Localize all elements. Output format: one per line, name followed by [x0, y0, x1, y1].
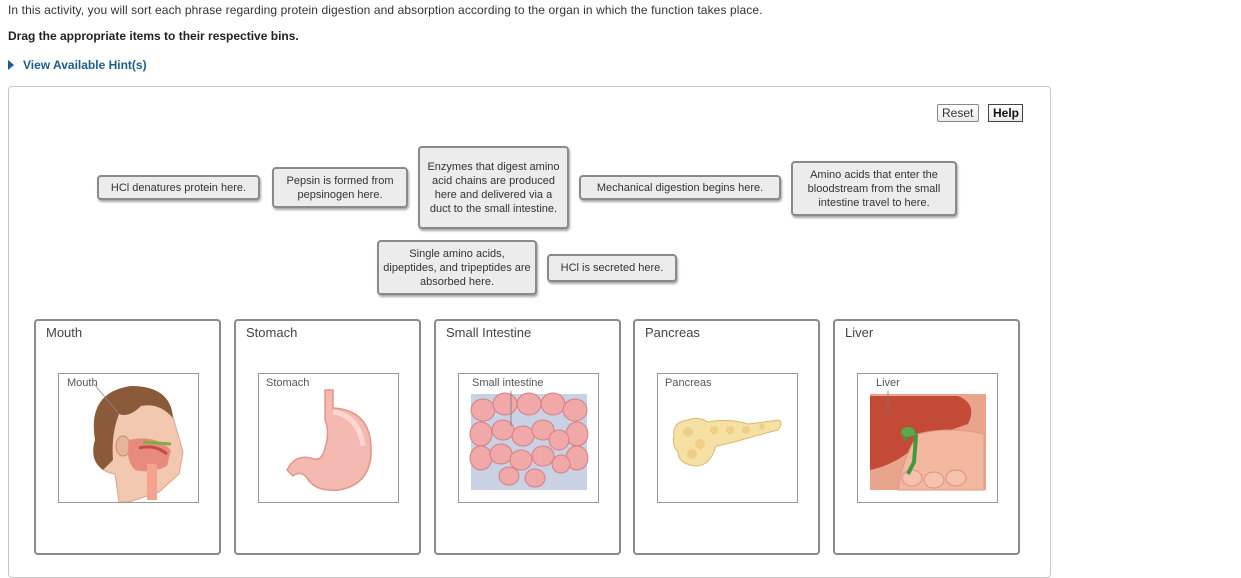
hints-label: View Available Hint(s) — [23, 58, 147, 72]
bin-mouth[interactable]: Mouth Mouth — [34, 319, 221, 555]
drag-item[interactable]: HCl denatures protein here. — [97, 175, 260, 200]
view-hints-link[interactable]: View Available Hint(s) — [8, 58, 147, 72]
drag-item[interactable]: Single amino acids, dipeptides, and trip… — [377, 240, 537, 295]
bin-small-intestine[interactable]: Small Intestine Small intestine — [434, 319, 621, 555]
liver-image: Liver — [857, 373, 998, 503]
reset-button[interactable]: Reset — [937, 104, 979, 122]
image-label: Stomach — [266, 377, 310, 389]
expand-triangle-icon — [8, 60, 14, 70]
bin-title: Liver — [845, 325, 874, 340]
bin-liver[interactable]: Liver Liver — [833, 319, 1020, 555]
help-button[interactable]: Help — [988, 104, 1023, 122]
bin-title: Stomach — [246, 325, 298, 340]
intro-text: In this activity, you will sort each phr… — [8, 3, 763, 17]
image-label: Liver — [876, 377, 900, 389]
image-label: Pancreas — [665, 377, 712, 389]
image-label: Mouth — [67, 377, 98, 389]
image-label: Small intestine — [472, 377, 544, 389]
bin-title: Small Intestine — [446, 325, 532, 340]
bin-title: Mouth — [46, 325, 83, 340]
stomach-image: Stomach — [258, 373, 399, 503]
drag-item[interactable]: Enzymes that digest amino acid chains ar… — [418, 146, 569, 229]
bin-pancreas[interactable]: Pancreas Pancreas — [633, 319, 820, 555]
drag-item[interactable]: Mechanical digestion begins here. — [579, 175, 781, 200]
pancreas-image: Pancreas — [657, 373, 798, 503]
drag-item[interactable]: HCl is secreted here. — [547, 254, 677, 282]
bin-title: Pancreas — [645, 325, 700, 340]
bin-stomach[interactable]: Stomach Stomach — [234, 319, 421, 555]
mouth-image: Mouth — [58, 373, 199, 503]
instruction-text: Drag the appropriate items to their resp… — [8, 29, 299, 43]
drag-item[interactable]: Pepsin is formed from pepsinogen here. — [272, 167, 408, 208]
small-intestine-image: Small intestine — [458, 373, 599, 503]
drag-item[interactable]: Amino acids that enter the bloodstream f… — [791, 161, 957, 216]
